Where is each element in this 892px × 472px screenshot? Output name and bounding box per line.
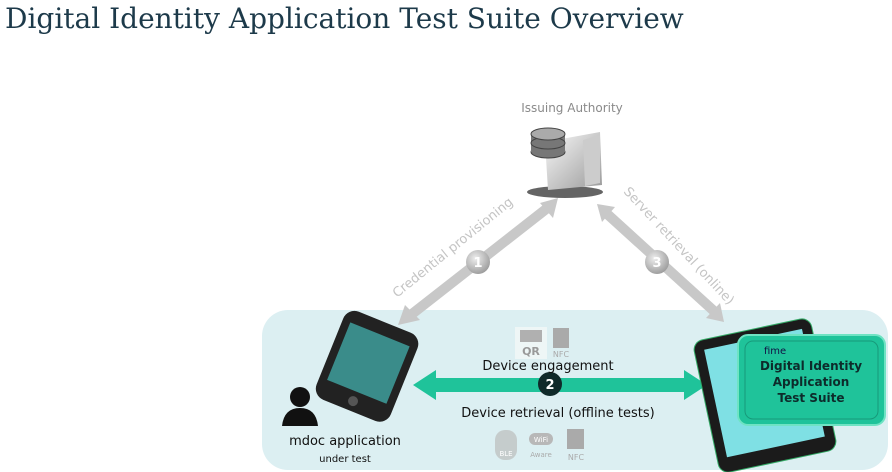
page-title: Digital Identity Application Test Suite …	[5, 2, 684, 35]
svg-text:BLE: BLE	[499, 450, 512, 458]
flow-1-number: 1	[473, 256, 482, 271]
person-icon	[282, 387, 318, 426]
suite-line-1: Digital Identity	[760, 359, 862, 373]
svg-text:WiFi: WiFi	[534, 436, 548, 444]
flow-2-arrow: 2	[413, 370, 707, 400]
flow-1-arrow: 1 Credential provisioning	[390, 195, 558, 325]
suite-line-2: Application	[773, 375, 850, 389]
flow-3-arrow: 3 Server retrieval (online)	[597, 184, 737, 322]
fime-logo: fime	[764, 346, 786, 357]
issuing-authority-label: Issuing Authority	[521, 101, 623, 115]
svg-text:NFC: NFC	[568, 453, 585, 462]
wifi-aware-icon: WiFi Aware	[529, 433, 553, 459]
nfc-retrieval-icon: NFC	[567, 429, 585, 462]
flow-3-number: 3	[652, 256, 661, 271]
device-retrieval-label: Device retrieval (offline tests)	[461, 406, 655, 421]
device-engagement-label: Device engagement	[482, 359, 613, 374]
nfc-icon: NFC	[553, 328, 570, 359]
svg-text:QR: QR	[522, 345, 540, 358]
mdoc-label: mdoc application	[289, 434, 401, 449]
svg-text:NFC: NFC	[553, 350, 570, 359]
test-suite-box: fime Digital Identity Application Test S…	[737, 334, 886, 426]
suite-line-3: Test Suite	[778, 391, 845, 405]
bluetooth-icon: BLE	[495, 430, 517, 460]
qr-code-icon: QR	[515, 327, 547, 359]
mdoc-phone-icon	[315, 310, 419, 422]
server-database-icon	[527, 127, 603, 198]
svg-text:Aware: Aware	[530, 451, 552, 459]
flow-2-number: 2	[545, 378, 554, 393]
mdoc-sublabel: under test	[319, 454, 371, 465]
